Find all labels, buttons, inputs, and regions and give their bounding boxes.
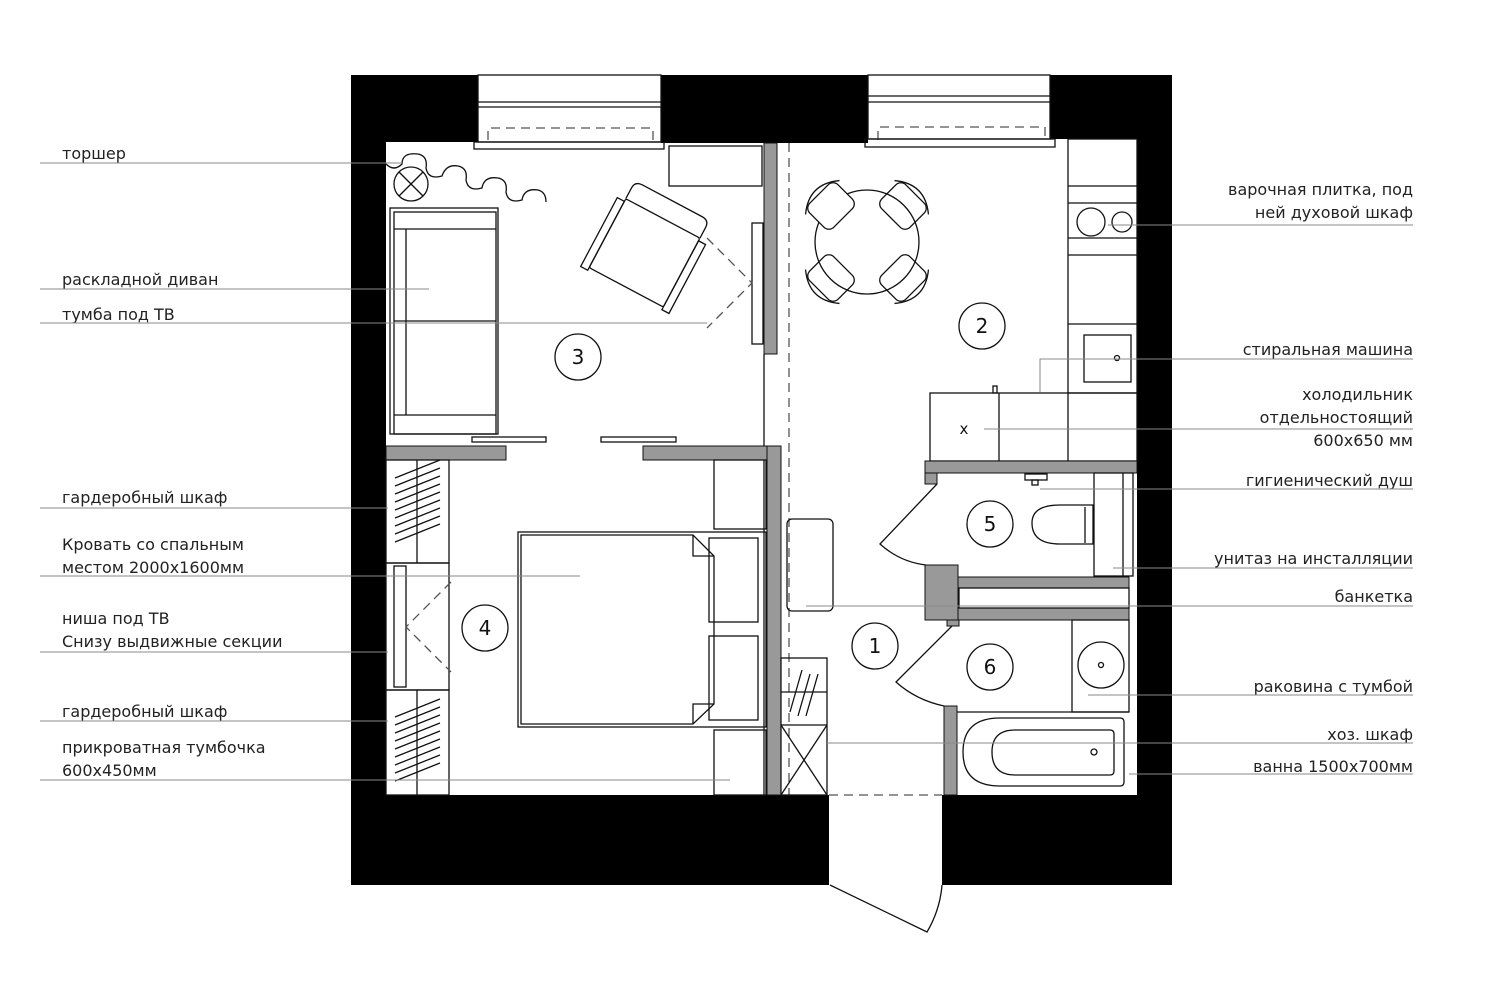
svg-text:Снизу выдвижные секции: Снизу выдвижные секции	[62, 632, 282, 651]
bed	[517, 531, 767, 728]
room-number-4: 4	[461, 604, 509, 652]
cooktop	[1076, 207, 1133, 237]
svg-text:2: 2	[976, 314, 989, 338]
svg-text:600х450мм: 600х450мм	[62, 761, 157, 780]
nightstand	[713, 459, 767, 530]
annotation-cooktop: варочная плитка, под ней духовой шкаф	[1108, 180, 1413, 226]
svg-text:стиральная машина: стиральная машина	[1243, 340, 1413, 359]
room-number-3: 3	[554, 333, 602, 381]
svg-text:гардеробный шкаф: гардеробный шкаф	[62, 702, 227, 721]
tv-stand	[668, 145, 763, 187]
entrance-door	[829, 884, 943, 933]
annotation-toilet: унитаз на инсталляции	[1113, 549, 1413, 569]
floor-lamp	[385, 153, 547, 203]
annotation-fridge: холодильник отдельностоящий 600х650 мм	[984, 385, 1413, 450]
wardrobe-bottom	[385, 689, 450, 796]
svg-text:5: 5	[984, 512, 997, 536]
wardrobe-top	[385, 459, 450, 564]
bathroom	[895, 619, 1130, 796]
svg-text:прикроватная тумбочка: прикроватная тумбочка	[62, 738, 266, 757]
annotation-sink: раковина с тумбой	[1088, 677, 1413, 696]
svg-text:гигиенический душ: гигиенический душ	[1246, 471, 1413, 490]
toilet	[1031, 504, 1094, 545]
sink	[1077, 641, 1125, 689]
svg-text:3: 3	[572, 345, 585, 369]
annotation-bathtub: ванна 1500х700мм	[1129, 757, 1413, 776]
annotation-floor-lamp: торшер	[40, 144, 402, 164]
svg-text:варочная плитка, под: варочная плитка, под	[1228, 180, 1413, 199]
annotation-wardrobe-bottom: гардеробный шкаф	[40, 702, 388, 722]
wc-door	[879, 483, 938, 566]
bench	[786, 518, 834, 612]
svg-text:холодильник: холодильник	[1302, 385, 1413, 404]
room-number-5: 5	[966, 500, 1014, 548]
svg-text:гардеробный шкаф: гардеробный шкаф	[62, 488, 227, 507]
annotation-bench: банкетка	[806, 587, 1413, 607]
annotation-tv-niche: ниша под ТВ Снизу выдвижные секции	[40, 609, 388, 653]
room-number-6: 6	[966, 643, 1014, 691]
bathtub	[962, 717, 1125, 787]
annotation-hygienic-shower: гигиенический душ	[1040, 471, 1413, 490]
room-number-2: 2	[958, 302, 1006, 350]
window-kitchen	[864, 74, 1056, 148]
exterior-walls	[351, 75, 1172, 885]
utility-cabinet	[780, 657, 828, 796]
svg-text:раковина с тумбой: раковина с тумбой	[1254, 677, 1413, 696]
wc-room	[879, 460, 1138, 621]
partitions	[385, 142, 942, 796]
bath-door	[895, 625, 953, 707]
svg-text:хоз. шкаф: хоз. шкаф	[1327, 725, 1413, 744]
svg-text:отдельностоящий: отдельностоящий	[1260, 408, 1413, 427]
svg-text:тумба под ТВ: тумба под ТВ	[62, 305, 175, 324]
svg-text:ней духовой шкаф: ней духовой шкаф	[1255, 203, 1413, 222]
window-living	[473, 74, 665, 150]
kitchen-cabinets	[929, 138, 1138, 462]
dining-table	[804, 179, 930, 305]
armchair	[579, 182, 708, 315]
annotation-sofa: раскладной диван	[40, 270, 429, 290]
svg-text:ниша под ТВ: ниша под ТВ	[62, 609, 170, 628]
sofa-bed	[389, 207, 499, 435]
annotation-utility-cabinet: хоз. шкаф	[827, 725, 1413, 744]
annotation-bed: Кровать со спальным местом 2000х1600мм	[40, 535, 580, 577]
svg-text:банкетка: банкетка	[1335, 587, 1413, 606]
svg-text:унитаз на инсталляции: унитаз на инсталляции	[1214, 549, 1413, 568]
svg-text:ванна 1500х700мм: ванна 1500х700мм	[1253, 757, 1413, 776]
room-number-1: 1	[851, 622, 899, 670]
annotation-tv-stand: тумба под ТВ	[40, 305, 707, 324]
annotation-nightstand: прикроватная тумбочка 600х450мм	[40, 738, 730, 781]
svg-text:4: 4	[479, 616, 492, 640]
svg-text:6: 6	[984, 655, 997, 679]
svg-text:600х650 мм: 600х650 мм	[1313, 431, 1413, 450]
svg-text:1: 1	[869, 634, 882, 658]
tv-niche	[385, 562, 452, 691]
svg-text:торшер: торшер	[62, 144, 126, 163]
svg-text:местом 2000х1600мм: местом 2000х1600мм	[62, 558, 244, 577]
fridge-mark: x	[960, 420, 969, 438]
annotation-washing-machine: стиральная машина	[1039, 340, 1413, 392]
tv	[751, 222, 764, 345]
nightstand	[713, 729, 767, 796]
annotation-wardrobe-top: гардеробный шкаф	[40, 488, 388, 509]
tv-view-cone	[706, 237, 753, 329]
svg-text:раскладной диван: раскладной диван	[62, 270, 218, 289]
svg-text:Кровать со спальным: Кровать со спальным	[62, 535, 244, 554]
